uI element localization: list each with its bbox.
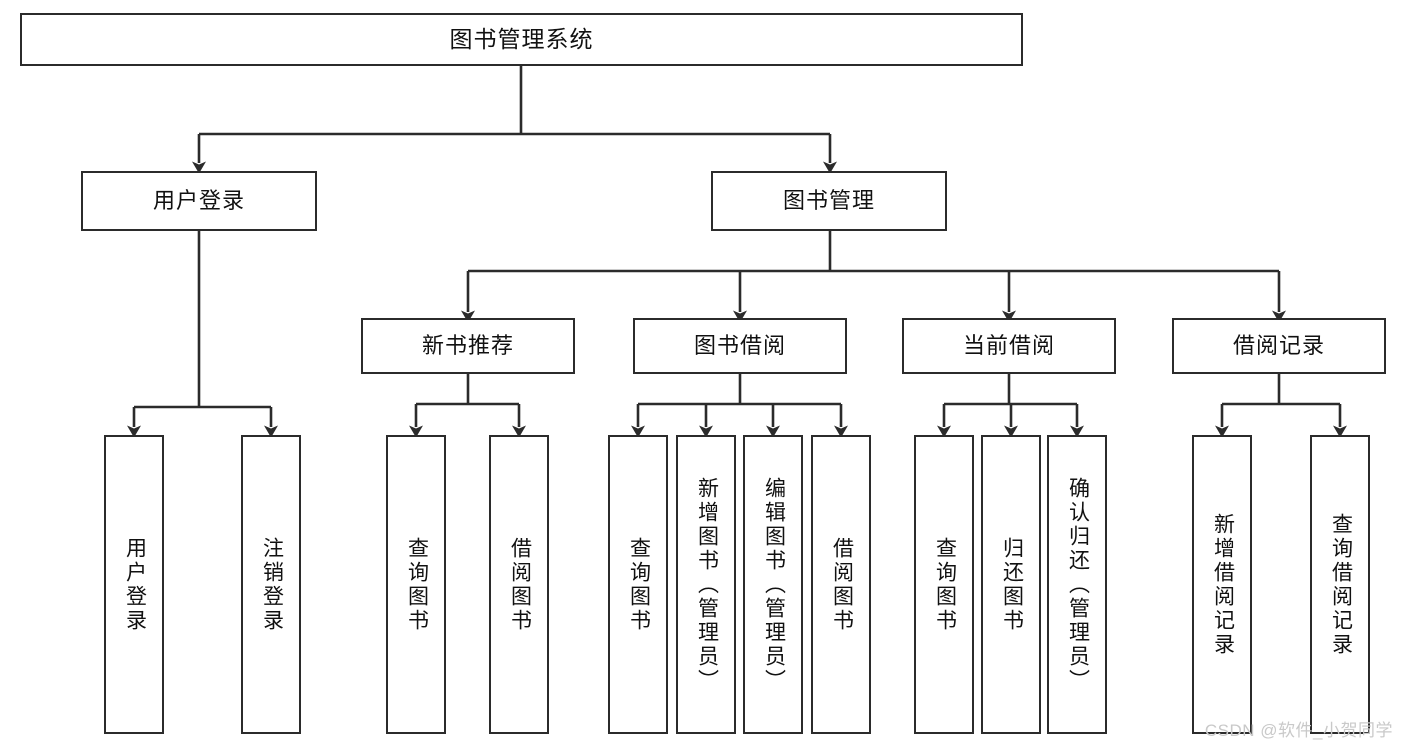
leaf-user-login[interactable]: 用户登录: [104, 435, 164, 734]
node-label: 查询图书: [405, 536, 429, 633]
node-label: 查询图书: [627, 536, 651, 633]
leaf-query-book-1[interactable]: 查询图书: [386, 435, 446, 734]
node-new-book-recommend[interactable]: 新书推荐: [361, 318, 575, 374]
node-current-borrow[interactable]: 当前借阅: [902, 318, 1116, 374]
leaf-confirm-return[interactable]: 确认归还（管理员）: [1047, 435, 1107, 734]
node-book-borrow[interactable]: 图书借阅: [633, 318, 847, 374]
node-label: 查询图书: [933, 536, 957, 633]
node-label: 归还图书: [1000, 536, 1024, 633]
leaf-edit-book[interactable]: 编辑图书（管理员）: [743, 435, 803, 734]
node-label: 用户登录: [123, 536, 147, 633]
leaf-add-record[interactable]: 新增借阅记录: [1192, 435, 1252, 734]
node-label: 图书管理系统: [449, 26, 594, 53]
node-label: 新增借阅记录: [1211, 512, 1235, 657]
node-label: 编辑图书（管理员）: [762, 476, 786, 693]
node-label: 借阅图书: [508, 536, 532, 633]
leaf-query-record[interactable]: 查询借阅记录: [1310, 435, 1370, 734]
node-user-login[interactable]: 用户登录: [81, 171, 317, 231]
node-label: 借阅图书: [830, 536, 854, 633]
node-label: 新书推荐: [421, 333, 514, 359]
node-label: 当前借阅: [962, 333, 1055, 359]
leaf-logout[interactable]: 注销登录: [241, 435, 301, 734]
node-book-manage[interactable]: 图书管理: [711, 171, 947, 231]
node-root-system[interactable]: 图书管理系统: [20, 13, 1023, 66]
leaf-borrow-book-1[interactable]: 借阅图书: [489, 435, 549, 734]
leaf-add-book[interactable]: 新增图书（管理员）: [676, 435, 736, 734]
node-label: 图书借阅: [693, 333, 786, 359]
leaf-query-book-2[interactable]: 查询图书: [608, 435, 668, 734]
node-label: 查询借阅记录: [1329, 512, 1353, 657]
leaf-borrow-book-2[interactable]: 借阅图书: [811, 435, 871, 734]
node-label: 注销登录: [260, 536, 284, 633]
leaf-query-book-3[interactable]: 查询图书: [914, 435, 974, 734]
node-label: 用户登录: [152, 188, 245, 214]
leaf-return-book[interactable]: 归还图书: [981, 435, 1041, 734]
node-borrow-record[interactable]: 借阅记录: [1172, 318, 1386, 374]
node-label: 新增图书（管理员）: [695, 476, 719, 693]
watermark-text: CSDN @软件_小贺同学: [1204, 721, 1393, 740]
node-label: 图书管理: [782, 188, 875, 214]
node-label: 确认归还（管理员）: [1066, 476, 1090, 693]
node-label: 借阅记录: [1232, 333, 1325, 359]
